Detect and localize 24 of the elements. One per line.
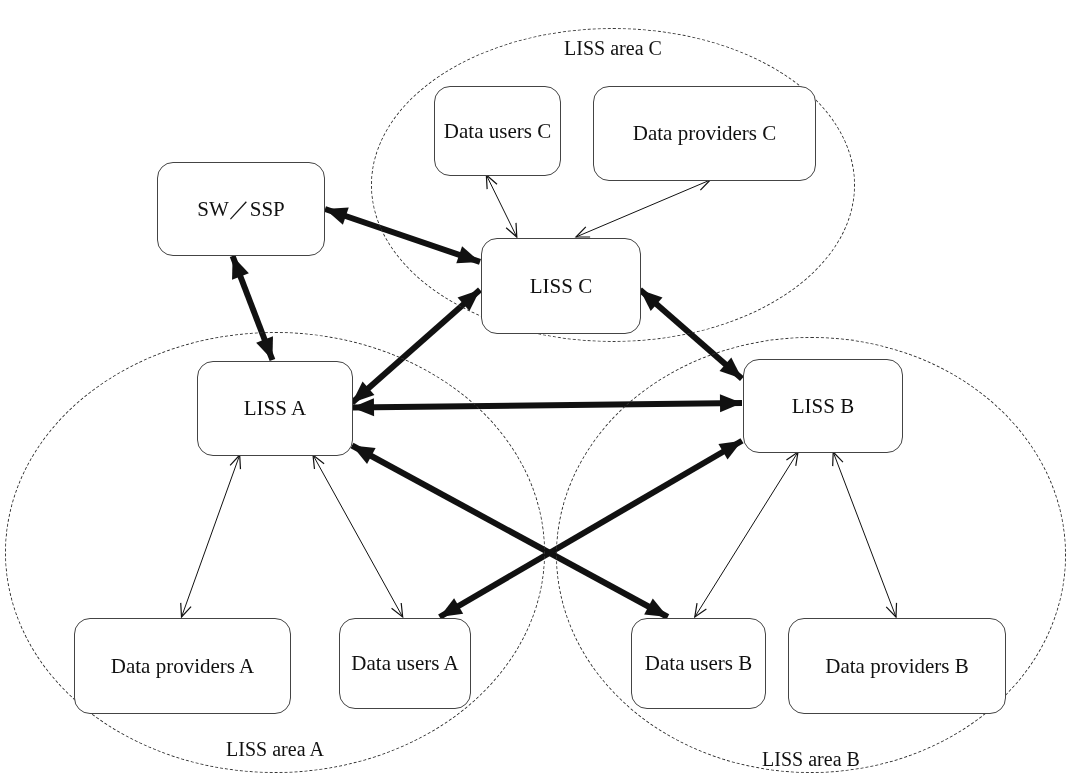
system-box: LISS A [197, 361, 353, 456]
system-box: Data users A [339, 618, 471, 709]
area-label: LISS area B [761, 748, 861, 771]
arrow [575, 179, 711, 238]
arrow [485, 174, 518, 238]
system-box: LISS C [481, 238, 641, 334]
system-box: SW／SSP [157, 162, 325, 256]
system-box: Data users B [631, 618, 766, 709]
arrow [694, 451, 799, 618]
arrow [180, 454, 242, 618]
system-box: Data providers B [788, 618, 1006, 714]
system-box: Data providers C [593, 86, 816, 181]
arrow [229, 254, 276, 362]
arrow [438, 438, 744, 620]
system-box: Data providers A [74, 618, 291, 714]
arrow [312, 454, 404, 618]
area-label: LISS area C [563, 37, 663, 60]
system-box: Data users C [434, 86, 561, 176]
arrow [832, 451, 898, 618]
system-box: LISS B [743, 359, 903, 453]
arrow [350, 442, 670, 620]
arrow [324, 206, 481, 265]
area-label: LISS area A [225, 738, 325, 761]
arrow [351, 394, 743, 417]
